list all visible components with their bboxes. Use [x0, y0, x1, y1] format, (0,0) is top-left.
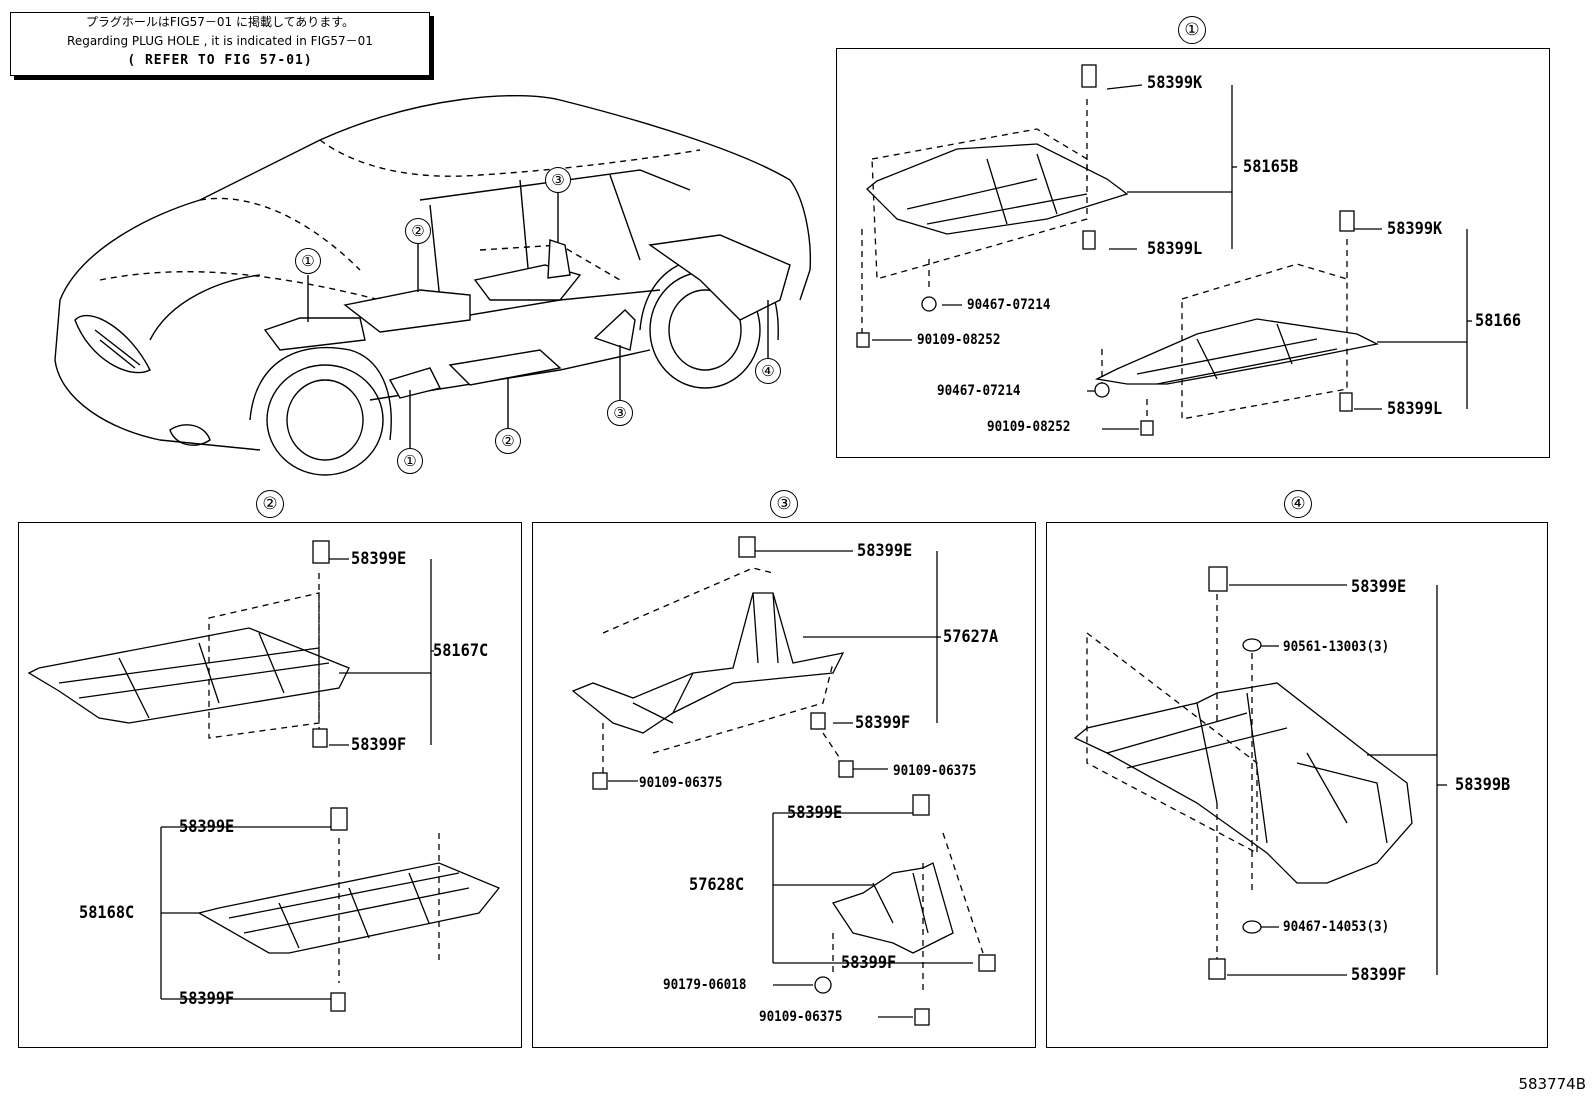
panel-2: 58399E 58167C 58399F 58399E 58168C 58399… [18, 522, 522, 1048]
label-58399F[interactable]: 58399F [855, 713, 911, 733]
label-58399K[interactable]: 58399K [1147, 73, 1203, 93]
car-illustration [54, 95, 812, 476]
car-callout-3[interactable]: ③ [545, 167, 571, 193]
label-90109-06375-3[interactable]: 90109-06375 [759, 1009, 843, 1025]
panel-3-title: ③ [770, 490, 798, 518]
panel-2-title: ② [256, 490, 284, 518]
panel-3: 58399E 57627A 58399F 58399E 57628C 58399… [532, 522, 1036, 1048]
car-callout-3b[interactable]: ③ [607, 400, 633, 426]
label-58399E[interactable]: 58399E [1351, 577, 1407, 597]
panel-4-title: ④ [1284, 490, 1312, 518]
car-callout-1b[interactable]: ① [397, 448, 423, 474]
car-callout-1[interactable]: ① [295, 248, 321, 274]
label-90561-13003[interactable]: 90561-13003(3) [1283, 639, 1390, 655]
label-90467-07214-2[interactable]: 90467-07214 [937, 383, 1021, 399]
label-58399E[interactable]: 58399E [857, 541, 913, 561]
label-58399F[interactable]: 58399F [1351, 965, 1407, 985]
note-jp: プラグホールはFIG57－01 に掲載してあります。 [85, 15, 355, 29]
label-58399L[interactable]: 58399L [1147, 239, 1203, 259]
panel-4: 58399E 58399B 58399F 90561-13003(3) 9046… [1046, 522, 1548, 1048]
label-58399F-2[interactable]: 58399F [179, 989, 235, 1009]
panel-1-title: ① [1178, 16, 1206, 44]
car-callout-2[interactable]: ② [405, 218, 431, 244]
label-90109-06375-2[interactable]: 90109-06375 [893, 763, 977, 779]
label-58399L-2[interactable]: 58399L [1387, 399, 1443, 419]
label-57627A[interactable]: 57627A [943, 627, 999, 647]
label-58165B[interactable]: 58165B [1243, 157, 1299, 177]
panel-1-drawing [856, 64, 1472, 436]
label-90109-08252[interactable]: 90109-08252 [917, 332, 1001, 348]
car-callout-2b[interactable]: ② [495, 428, 521, 454]
label-57628C[interactable]: 57628C [689, 875, 745, 895]
label-58167C[interactable]: 58167C [433, 641, 489, 661]
label-58168C[interactable]: 58168C [79, 903, 135, 923]
panel-3-drawing [571, 536, 996, 1026]
note-en: Regarding PLUG HOLE , it is indicated in… [67, 34, 373, 48]
label-58399K-2[interactable]: 58399K [1387, 219, 1443, 239]
label-58399E[interactable]: 58399E [351, 549, 407, 569]
label-90467-07214[interactable]: 90467-07214 [967, 297, 1051, 313]
panel-1: 58399K 58165B 58399L 58399K 58166 58399L… [836, 48, 1550, 458]
label-58399E-2[interactable]: 58399E [179, 817, 235, 837]
label-58166[interactable]: 58166 [1475, 311, 1522, 331]
drawing-code: 583774B [1518, 1075, 1586, 1093]
label-90179-06018[interactable]: 90179-06018 [663, 977, 747, 993]
label-58399F-2[interactable]: 58399F [841, 953, 897, 973]
label-90109-08252-2[interactable]: 90109-08252 [987, 419, 1071, 435]
note-refer-link[interactable]: ( REFER TO FIG 57-01) [127, 53, 313, 68]
label-58399F[interactable]: 58399F [351, 735, 407, 755]
label-58399B[interactable]: 58399B [1455, 775, 1511, 795]
reference-note: プラグホールはFIG57－01 に掲載してあります。 Regarding PLU… [10, 12, 430, 76]
panel-2-drawing [27, 540, 501, 1012]
car-callout-4[interactable]: ④ [755, 358, 781, 384]
label-90109-06375[interactable]: 90109-06375 [639, 775, 723, 791]
panel-4-drawing [1073, 566, 1447, 980]
label-58399E-2[interactable]: 58399E [787, 803, 843, 823]
label-90467-14053[interactable]: 90467-14053(3) [1283, 919, 1390, 935]
